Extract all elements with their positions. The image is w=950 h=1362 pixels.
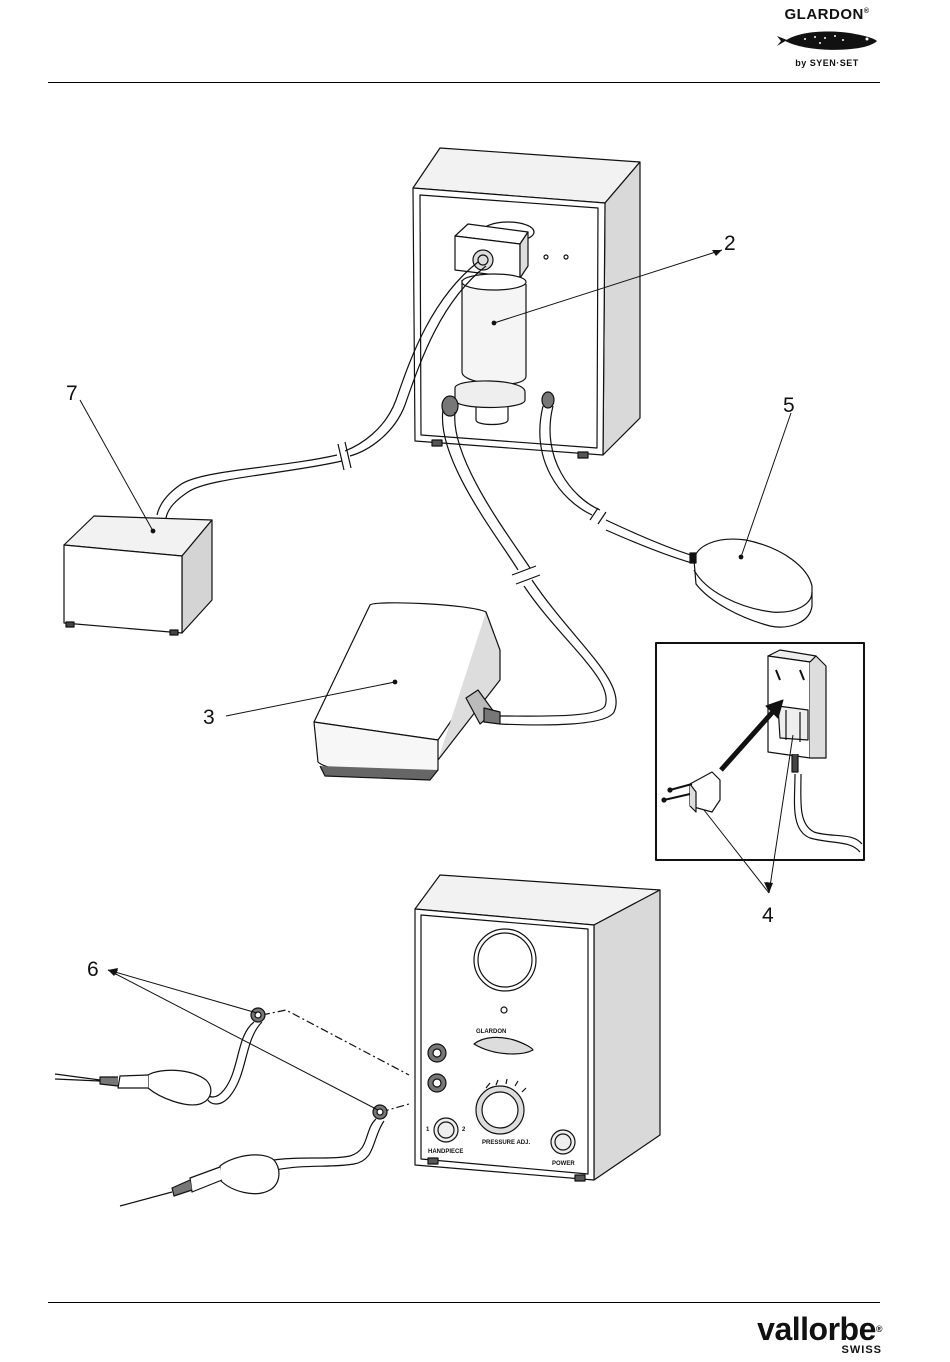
panel-power-label: POWER: [552, 1161, 575, 1167]
callout-3: 3: [203, 706, 215, 729]
panel-handpiece-label: HANDPIECE: [428, 1149, 463, 1155]
callout-7: 7: [66, 382, 78, 405]
box-7: [64, 516, 212, 635]
control-unit-front: [415, 875, 660, 1181]
callout-6: 6: [87, 958, 99, 981]
footer-rule: [48, 1302, 880, 1303]
panel-logo: GLARDON: [476, 1029, 506, 1035]
callout-4: 4: [762, 904, 774, 927]
foot-pedal-3: [314, 603, 500, 780]
callout-5: 5: [783, 394, 795, 417]
handpiece-upper: [55, 1008, 265, 1105]
handpiece-lower: [120, 1105, 387, 1206]
vallorbe-name: vallorbe: [757, 1311, 876, 1347]
vallorbe-mark: ®: [876, 1324, 882, 1334]
vallorbe-logo: vallorbe® SWISS: [757, 1312, 882, 1356]
callout-2: 2: [724, 232, 736, 255]
inset-plug-box: [656, 643, 864, 860]
panel-pressure-label: PRESSURE ADJ.: [482, 1140, 530, 1146]
foot-pedal-5: [690, 539, 812, 627]
